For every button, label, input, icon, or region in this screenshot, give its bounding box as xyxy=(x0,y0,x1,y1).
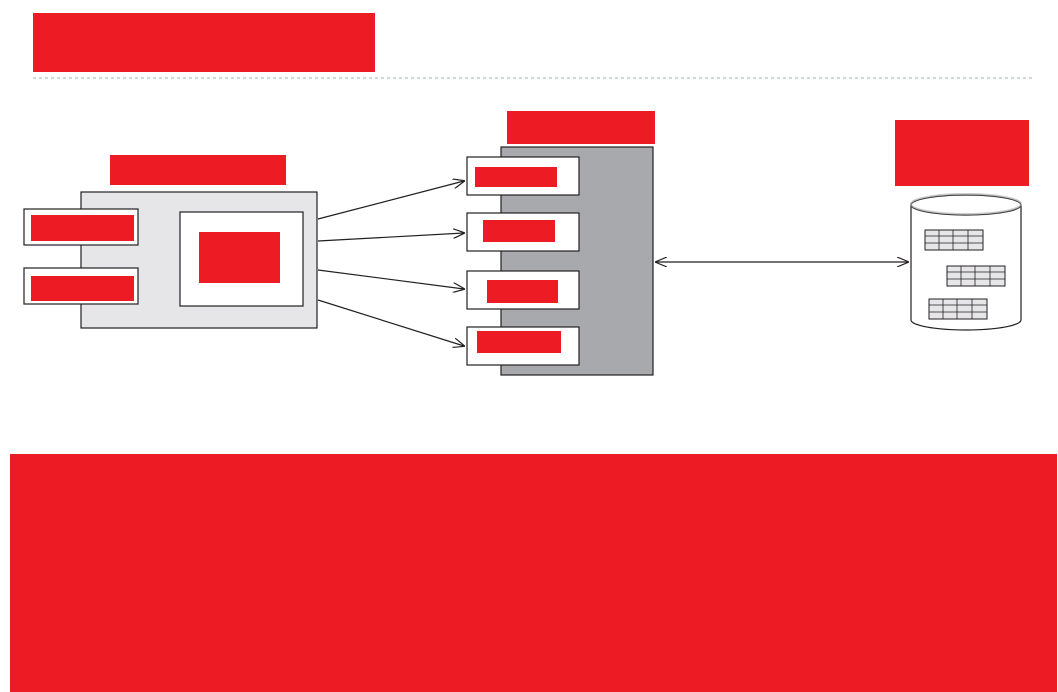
redacted-client-port-bottom-label xyxy=(31,276,134,301)
redacted-caption-block xyxy=(10,454,1057,692)
redacted-server-label xyxy=(507,111,655,144)
redacted-client-port-top-label xyxy=(31,215,134,241)
table-grid-icon xyxy=(946,265,1006,287)
arrow-1 xyxy=(317,181,464,220)
redacted-database-label xyxy=(895,120,1029,186)
redacted-title xyxy=(33,13,375,72)
table-grid-icon xyxy=(924,229,984,251)
arrow-3 xyxy=(317,269,464,289)
redacted-server-slot-1-label xyxy=(475,167,557,187)
redacted-server-slot-2-label xyxy=(483,220,555,242)
database-cylinder-icon xyxy=(910,193,1022,331)
request-arrows xyxy=(317,181,464,346)
redacted-server-slot-4-label xyxy=(477,331,561,353)
arrow-4 xyxy=(317,299,464,346)
redacted-server-slot-3-label xyxy=(487,280,558,303)
arrow-2 xyxy=(317,233,464,242)
redacted-client-label xyxy=(110,155,286,185)
table-grid-icon xyxy=(928,298,988,320)
redacted-client-inner-label xyxy=(199,232,280,283)
